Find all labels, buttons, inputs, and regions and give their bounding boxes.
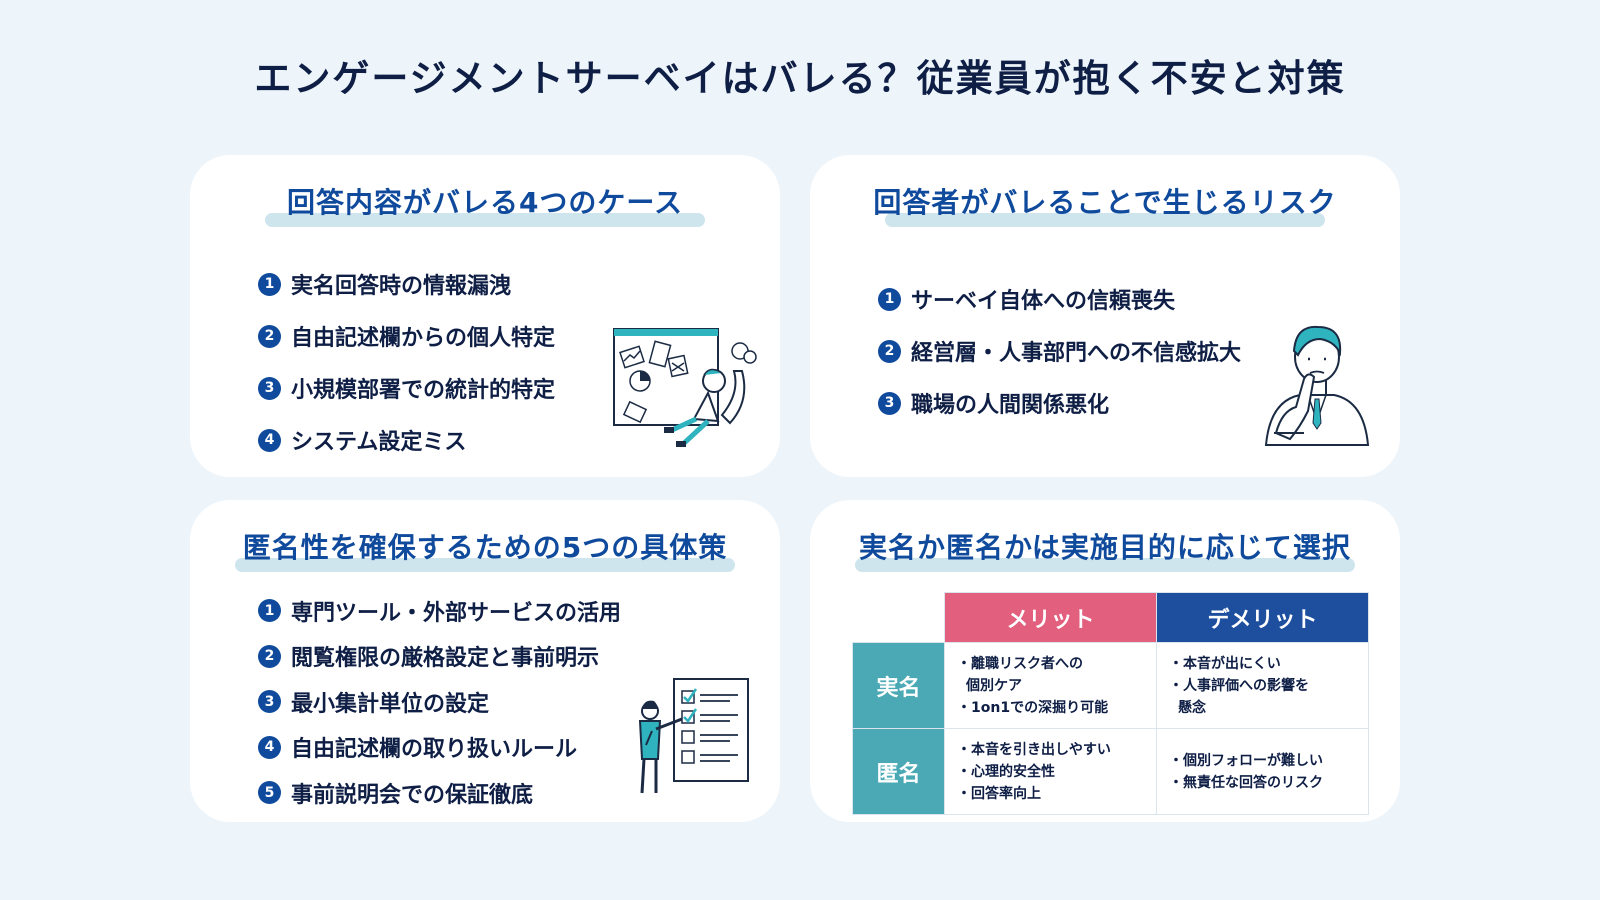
card-title: 実名か匿名かは実施目的に応じて選択 [859, 531, 1351, 564]
number-badge: 2 [258, 644, 281, 668]
main-title: エンゲージメントサーベイはバレる？従業員が抱く不安と対策 [254, 57, 1346, 100]
number-badge: 3 [258, 376, 281, 400]
number-badge: 5 [258, 781, 281, 805]
table-row: 実名 ・離職リスク者への 個別ケア ・1on1での深掘り可能 ・本音が出にくい … [852, 642, 1369, 729]
title-underline [235, 558, 735, 572]
comparison-table: メリット デメリット 実名 ・離職リスク者への 個別ケア ・1on1での深掘り可… [852, 592, 1369, 815]
number-badge: 2 [258, 324, 281, 348]
number-badge: 3 [258, 690, 281, 714]
card-title: 匿名性を確保するための5つの具体策 [242, 531, 728, 564]
row-label-anonymous: 匿名 [852, 728, 945, 815]
number-badge: 1 [258, 272, 281, 296]
worried-businessman-illustration [1264, 325, 1370, 446]
table-corner [852, 592, 945, 643]
title-underline [855, 558, 1355, 572]
cell-real-name-demerit: ・本音が出にくい ・人事評価への影響を 懸念 [1156, 642, 1369, 729]
cell-anonymous-demerit: ・個別フォローが難しい ・無責任な回答のリスク [1156, 728, 1369, 815]
table-row: 匿名 ・本音を引き出しやすい ・心理的安全性 ・回答率向上 ・個別フォローが難し… [852, 728, 1369, 815]
row-label-real-name: 実名 [852, 642, 945, 729]
table-header-row: メリット デメリット [852, 592, 1369, 643]
number-badge: 1 [878, 287, 901, 311]
header-merit: メリット [944, 592, 1157, 643]
header-demerit: デメリット [1156, 592, 1369, 643]
cell-anonymous-merit: ・本音を引き出しやすい ・心理的安全性 ・回答率向上 [944, 728, 1157, 815]
stressed-worker-with-documents-illustration [613, 328, 757, 447]
card-selection: 実名か匿名かは実施目的に応じて選択 メリット デメリット 実名 ・離職リスク者へ… [810, 500, 1400, 822]
number-badge: 3 [878, 391, 901, 415]
person-with-checklist-illustration [638, 678, 749, 794]
title-underline [885, 213, 1325, 227]
number-badge: 4 [258, 428, 281, 452]
title-underline [265, 213, 705, 227]
card-title: 回答者がバレることで生じるリスク [873, 186, 1337, 219]
card-title: 回答内容がバレる4つのケース [286, 186, 684, 219]
number-badge: 4 [258, 735, 281, 759]
number-badge: 1 [258, 599, 281, 623]
number-badge: 2 [878, 339, 901, 363]
cell-real-name-merit: ・離職リスク者への 個別ケア ・1on1での深掘り可能 [944, 642, 1157, 729]
